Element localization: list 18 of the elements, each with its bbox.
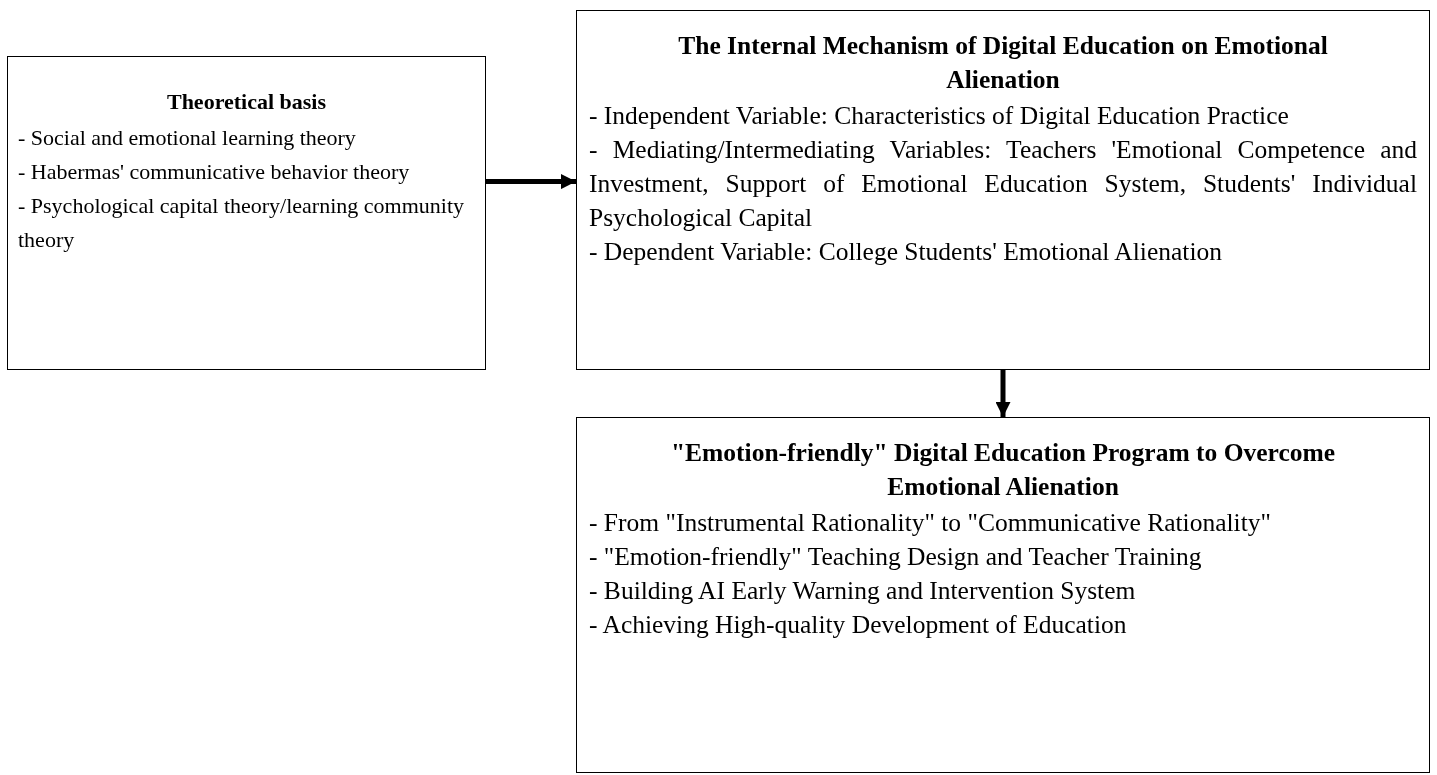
bullet-item: - Psychological capital theory/learning community theory bbox=[18, 192, 465, 254]
text-box bbox=[576, 417, 1430, 773]
arrow bbox=[995, 370, 1011, 417]
bullet-item: - Independent Variable: Characteristics of Digital Education Practice bbox=[589, 100, 1290, 132]
box-heading: Theoretical basis bbox=[165, 88, 328, 116]
bullet-item: - "Emotion-friendly" Teaching Design and Teacher Training bbox=[589, 541, 1203, 573]
box-heading: "Emotion-friendly" Digital Education Program to Overcome Emotional Alienation bbox=[669, 437, 1337, 503]
bullet-item: - Habermas' communicative behavior theory bbox=[18, 158, 411, 186]
bullet-item: - Building AI Early Warning and Intervention System bbox=[589, 575, 1137, 607]
text-box bbox=[7, 56, 486, 370]
bullet-item: - Social and emotional learning theory bbox=[18, 124, 357, 152]
text-box bbox=[576, 10, 1430, 370]
bullet-item: - Dependent Variable: College Students' Emotional Alienation bbox=[589, 236, 1223, 268]
box-heading: The Internal Mechanism of Digital Education on Emotional Alienation bbox=[677, 30, 1329, 96]
arrow bbox=[486, 174, 576, 190]
bullet-item: - Achieving High-quality Development of Education bbox=[589, 609, 1128, 641]
bullet-item: - From "Instrumental Rationality" to "Communicative Rationality" bbox=[589, 507, 1272, 539]
bullet-item: - Mediating/Intermediating Variables: Teachers 'Emotional Competence and Investment, Support of Emotional Education System, Students' Individual Psychological Capital bbox=[589, 134, 1417, 234]
